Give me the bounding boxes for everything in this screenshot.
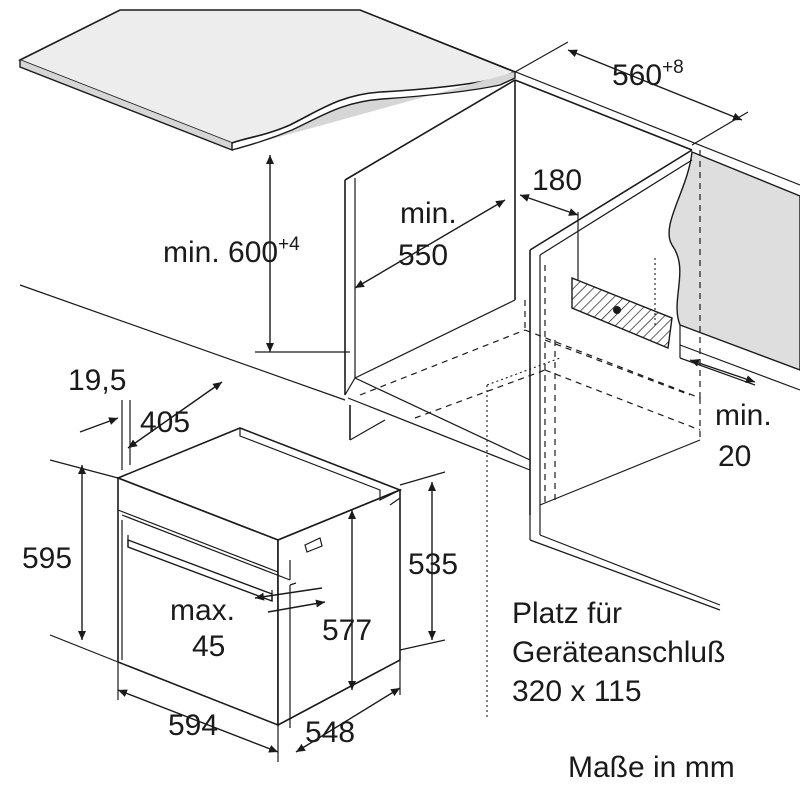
- dimension-lines: [49, 41, 756, 762]
- hidden-outlines: [359, 150, 701, 718]
- label-niche-depth: 560+8: [612, 57, 684, 92]
- label-side-gap-line1: min.: [715, 399, 772, 432]
- oven-handle: [127, 535, 273, 603]
- label-socket-offset: 180: [532, 164, 582, 197]
- label-oven-width: 594: [168, 709, 218, 742]
- label-handle-depth-line1: max.: [170, 594, 235, 627]
- dimension-labels: 560+8 min. 600+4 min. 550 180 min. 20 19…: [22, 57, 772, 749]
- label-cabinet-depth-line2: 550: [398, 239, 448, 272]
- oven: [115, 427, 403, 728]
- units-note: Maße in mm: [568, 751, 735, 784]
- label-oven-height: 595: [22, 542, 72, 575]
- socket-area: [571, 212, 673, 349]
- worktop: [18, 9, 800, 186]
- label-body-height-inner: 577: [322, 614, 372, 647]
- label-body-height-rear: 535: [408, 548, 458, 581]
- label-handle-depth-line2: 45: [192, 630, 225, 663]
- label-cabinet-depth-line1: min.: [400, 197, 457, 230]
- connection-note-line3: 320 x 115: [512, 675, 642, 708]
- label-front-depth: 405: [140, 406, 190, 439]
- connection-note-line1: Platz für: [512, 597, 622, 630]
- label-panel-offset: 19,5: [68, 364, 126, 397]
- worktop-right: [668, 151, 800, 391]
- label-side-gap-line2: 20: [718, 440, 751, 473]
- label-body-depth: 548: [305, 716, 355, 749]
- connection-note-line2: Geräteanschluß: [512, 636, 725, 669]
- notes: Platz für Geräteanschluß 320 x 115 Maße …: [512, 597, 735, 784]
- label-niche-height: min. 600+4: [163, 234, 300, 269]
